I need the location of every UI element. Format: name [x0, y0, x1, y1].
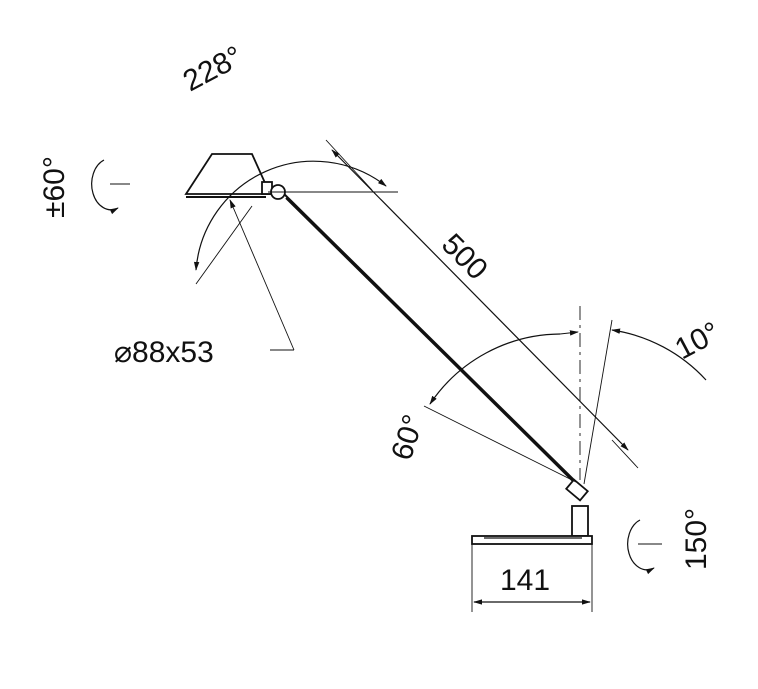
base-width-dimension: [471, 544, 593, 612]
head-swivel-symbol: [91, 159, 130, 215]
shade-rotation-label: 228°: [178, 40, 248, 98]
forward-tilt-label: 10°: [670, 316, 726, 366]
arm-length-label: 500: [435, 228, 494, 287]
back-tilt-label: 60°: [385, 411, 430, 464]
tilt-dimensions: [423, 306, 707, 485]
base-width-label: 141: [500, 564, 550, 597]
base-swivel-label: 150°: [680, 508, 713, 570]
shade-size-label: ⌀88x53: [114, 336, 214, 369]
head-swivel-label: ±60°: [38, 156, 71, 218]
arm-length-dimension: [325, 139, 639, 469]
base-swivel-symbol: [627, 519, 662, 575]
lamp-arm: [270, 184, 590, 502]
shade-size-leader: [229, 199, 295, 351]
lamp-base: [471, 505, 593, 545]
lamp-shade: [184, 153, 273, 198]
